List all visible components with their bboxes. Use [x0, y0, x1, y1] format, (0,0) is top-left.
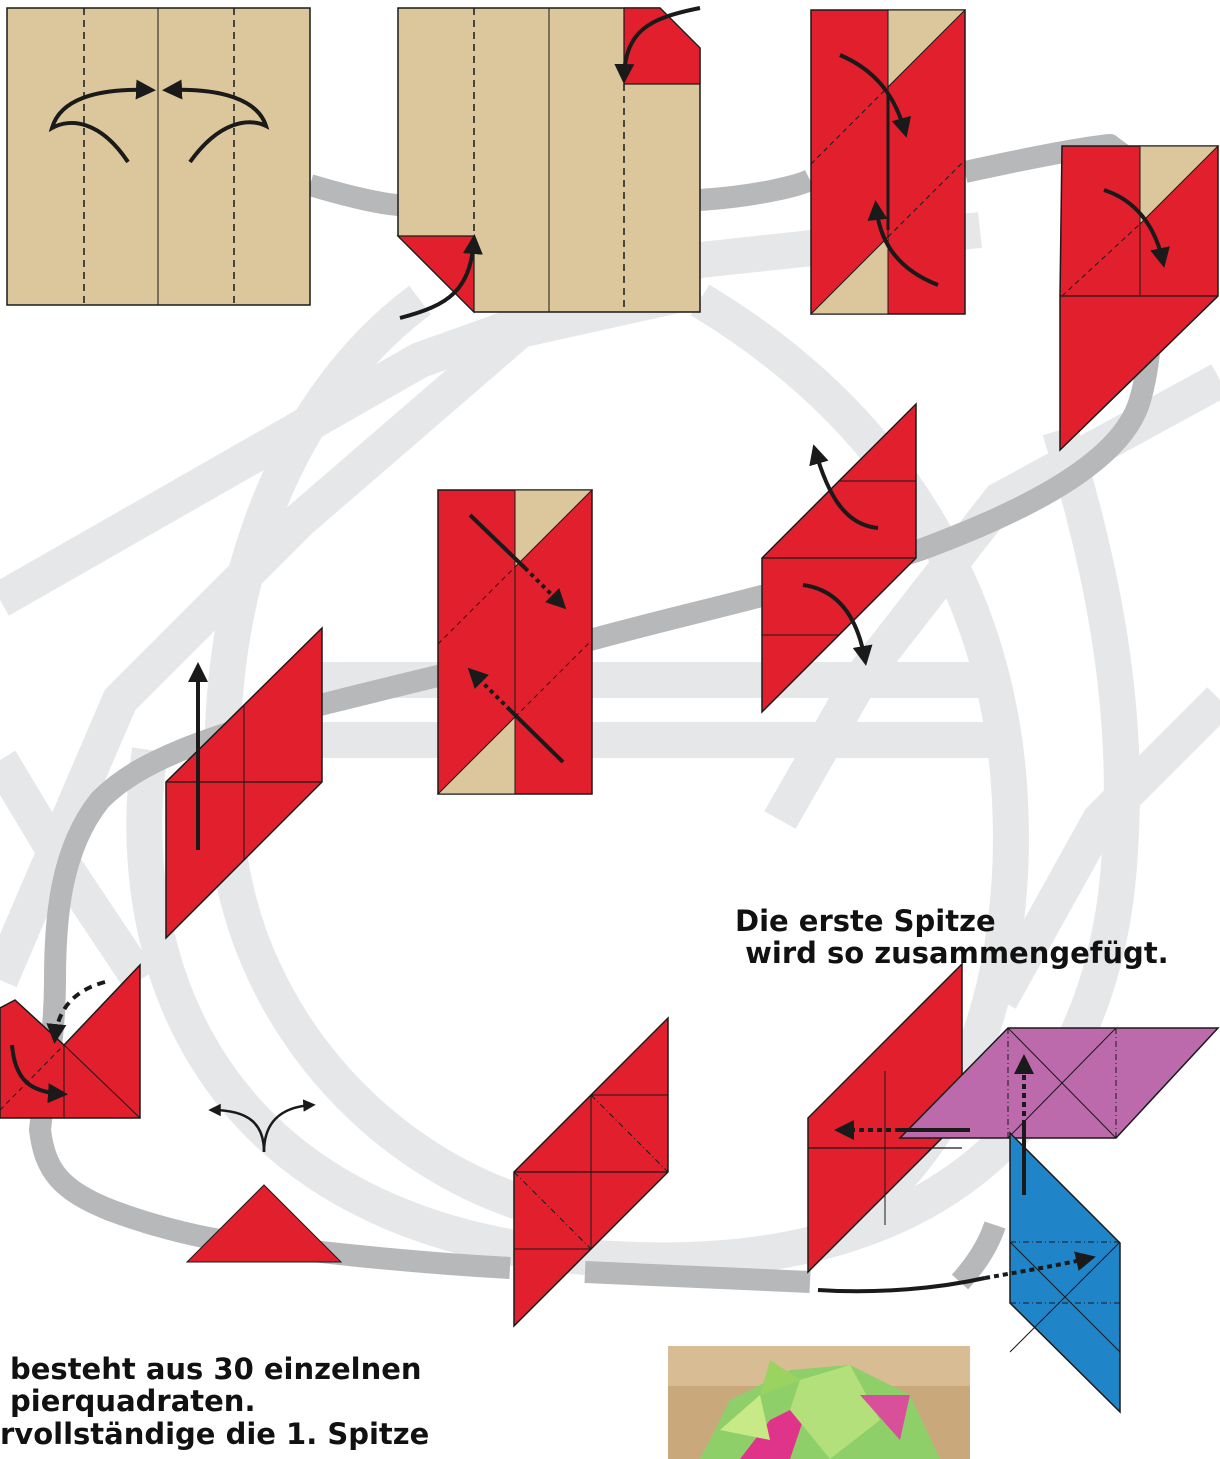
step-11-assembly — [808, 964, 1218, 1412]
step-1-square — [7, 8, 310, 305]
step-8-fold-in — [0, 965, 140, 1118]
origami-photo — [668, 1346, 970, 1459]
step-3-rectangle — [811, 10, 965, 314]
caption-module-count: besteht aus 30 einzelnen pierquadraten. — [10, 1353, 422, 1418]
blue-module — [1010, 1133, 1120, 1412]
caption-first-point: Die erste Spitze wird so zusammengefügt. — [735, 905, 1169, 970]
step-5-unfold — [438, 490, 592, 794]
step-2-corners — [398, 8, 700, 318]
caption-complete-point: rvollständige die 1. Spitze — [0, 1418, 429, 1450]
